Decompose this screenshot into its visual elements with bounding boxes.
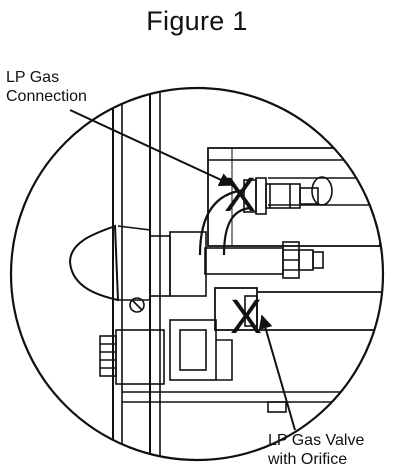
figure-title: Figure 1 [146,6,248,36]
lp-gas-valve-leader-line [258,314,296,431]
valve-x-marker: X [230,291,262,344]
lp-gas-valve-label-line2: with Orifice [268,451,348,468]
magnifier-circle [9,86,385,462]
magnified-view [68,88,383,460]
lp-gas-connection-leader-line [69,109,234,187]
lp-gas-valve-label: LP Gas Valve with Orifice [268,431,364,469]
lp-gas-connection-label: LP Gas Connection [6,68,87,106]
lp-gas-connection-label-line2: Connection [6,88,87,105]
lp-gas-connection-label-line1: LP Gas [6,69,60,86]
connection-x-marker: X [224,169,256,222]
lp-gas-valve-label-line1: LP Gas Valve [268,432,365,449]
